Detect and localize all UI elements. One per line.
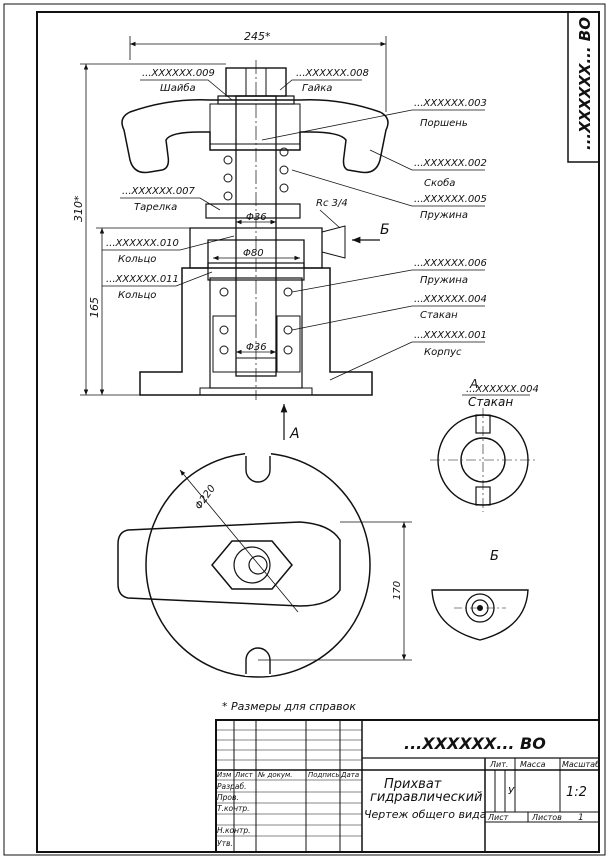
dim-width-overall: 245* xyxy=(244,30,271,43)
view-a-letter: А xyxy=(469,377,478,391)
inner-frame xyxy=(36,11,600,853)
view-a-name: Стакан xyxy=(468,395,513,409)
view-b-letter: Б xyxy=(490,549,499,564)
callout-name-body: Корпус xyxy=(424,347,462,358)
tb-lit-value: У xyxy=(508,786,515,797)
corner-stamp-text: ...XXXXXX... ВО xyxy=(576,17,594,150)
plan-view: Φ220 170 xyxy=(117,452,412,678)
callout-name-washer: Шайба xyxy=(160,82,196,94)
arrow-b-label: Б xyxy=(380,222,390,238)
callout-name-clamp: Скоба xyxy=(424,177,455,189)
tb-col-list: Лист xyxy=(234,771,254,779)
plan-clamp-arm xyxy=(117,521,341,607)
tb-role-tcontrol: Т.контр. xyxy=(217,804,250,813)
plan-flange-circle xyxy=(145,452,371,678)
callout-leaders xyxy=(102,79,485,381)
tb-name-line2: гидравлический xyxy=(370,790,482,805)
callout-name-ring-010: Кольцо xyxy=(118,254,156,265)
dim-dia-bottom: Φ36 xyxy=(246,342,267,353)
dim-thread: Rc 3/4 xyxy=(316,198,348,209)
dim-height-overall: 310* xyxy=(72,195,85,222)
view-a-code: ...XXXXXX.004 xyxy=(466,384,539,395)
tb-lit-label: Лит. xyxy=(489,760,508,769)
callout-name-plate: Тарелка xyxy=(134,202,177,213)
callout-code-plate: ...XXXXXX.007 xyxy=(122,186,196,197)
tb-designation: ...XXXXXX... ВО xyxy=(404,734,546,753)
dim-dia-plan: Φ220 xyxy=(193,483,217,511)
tb-role-approved: Утв. xyxy=(217,839,233,848)
plan-hex-nut xyxy=(211,540,293,590)
callout-labels: ...XXXXXX.009 Шайба ...XXXXXX.008 Гайка … xyxy=(106,68,487,358)
arrow-a-label: А xyxy=(289,426,300,442)
callout-code-piston: ...XXXXXX.003 xyxy=(414,98,487,109)
callout-code-clamp: ...XXXXXX.002 xyxy=(414,158,487,169)
tb-col-izm: Изм xyxy=(217,771,232,779)
callout-code-ring-011: ...XXXXXX.011 xyxy=(106,274,179,285)
callout-name-piston: Поршень xyxy=(420,118,468,129)
dim-plan-height: 170 xyxy=(392,581,403,600)
tb-name-line3: Чертеж общего вида xyxy=(364,808,487,821)
tb-role-ncontrol: Н.контр. xyxy=(217,826,251,835)
cup-left-wall xyxy=(212,315,237,373)
view-b: Б xyxy=(431,549,529,641)
callout-name-spring-lower: Пружина xyxy=(420,275,468,286)
outer-frame xyxy=(3,3,606,856)
tb-col-signature: Подпись xyxy=(308,771,340,779)
tb-name-line1: Прихват xyxy=(384,777,442,792)
port-fitting xyxy=(321,225,346,259)
tb-col-date: Дата xyxy=(340,771,359,779)
reference-note: * Размеры для справок xyxy=(222,700,356,713)
dim-dia-mid: Φ80 xyxy=(243,248,264,259)
title-block: ...XXXXXX... ВО Прихват гидравлический Ч… xyxy=(215,719,600,853)
callout-code-spring-upper: ...XXXXXX.005 xyxy=(414,194,487,205)
corner-stamp: ...XXXXXX... ВО xyxy=(567,11,600,163)
tb-scale-value: 1:2 xyxy=(566,785,587,800)
callout-name-ring-011: Кольцо xyxy=(118,290,156,301)
tb-scale-label: Масштаб xyxy=(562,760,600,769)
callout-code-washer: ...XXXXXX.009 xyxy=(142,68,215,79)
view-a: А ...XXXXXX.004 Стакан xyxy=(430,377,539,512)
callout-name-nut: Гайка xyxy=(302,83,332,94)
plate-tarelka xyxy=(205,203,301,219)
callout-code-body: ...XXXXXX.001 xyxy=(414,330,487,341)
front-section-view: Φ36 Φ80 Φ36 Rc 3/4 245* 310* 165 Б А xyxy=(72,30,390,442)
tb-sheets-value: 1 xyxy=(578,813,584,823)
dim-height-base: 165 xyxy=(88,297,101,318)
callout-name-spring-upper: Пружина xyxy=(420,210,468,221)
tb-sheet-label: Лист xyxy=(487,813,509,822)
tb-role-developer: Разраб. xyxy=(217,782,246,791)
callout-code-spring-lower: ...XXXXXX.006 xyxy=(414,258,487,269)
lower-spring xyxy=(219,287,293,355)
callout-code-cup: ...XXXXXX.004 xyxy=(414,294,487,305)
clamp-skoba xyxy=(121,99,389,174)
callout-code-ring-010: ...XXXXXX.010 xyxy=(106,238,179,249)
tb-sheets-label: Листов xyxy=(531,813,562,822)
cup-right-wall xyxy=(276,315,301,373)
tb-col-docnum: № докум. xyxy=(257,771,293,779)
nut xyxy=(225,67,287,97)
tb-mass-label: Масса xyxy=(520,760,546,769)
upper-spring xyxy=(223,147,289,201)
clamp-hub-section xyxy=(209,103,301,145)
tb-role-checker: Пров. xyxy=(217,793,239,802)
callout-name-cup: Стакан xyxy=(420,310,458,321)
cup-bottom xyxy=(235,357,278,373)
callout-code-nut: ...XXXXXX.008 xyxy=(296,68,369,79)
dim-dia-top: Φ36 xyxy=(246,212,267,223)
